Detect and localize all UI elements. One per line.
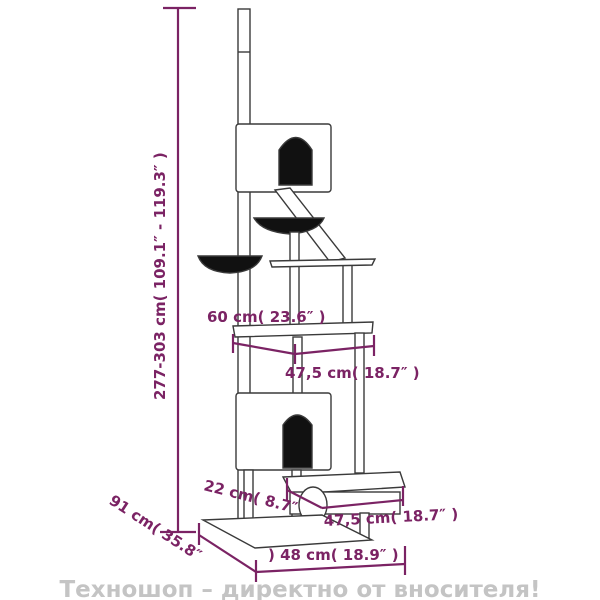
- top-house-door: [278, 136, 313, 186]
- base: [200, 514, 375, 549]
- dimension-lines: [160, 6, 407, 582]
- total-height-label: 277-303 cm( 109.1″ - 119.3″ ): [151, 152, 169, 400]
- middle-house-door: [282, 414, 313, 469]
- middle-platform: [232, 321, 374, 338]
- platform-depth-label: 60 cm( 23.6″ ): [207, 308, 325, 326]
- watermark: Техношоп – директно от вносителя!: [59, 577, 540, 600]
- cat-tree: [196, 8, 406, 549]
- base-depth-label: 91 cm( 35.8″: [106, 491, 205, 564]
- upper-platform: [269, 258, 377, 268]
- left-hammock: [196, 255, 264, 274]
- platform-width-label: 47,5 cm( 18.7″ ): [285, 364, 420, 382]
- base-width-label: ) 48 cm( 18.9″ ): [268, 546, 399, 564]
